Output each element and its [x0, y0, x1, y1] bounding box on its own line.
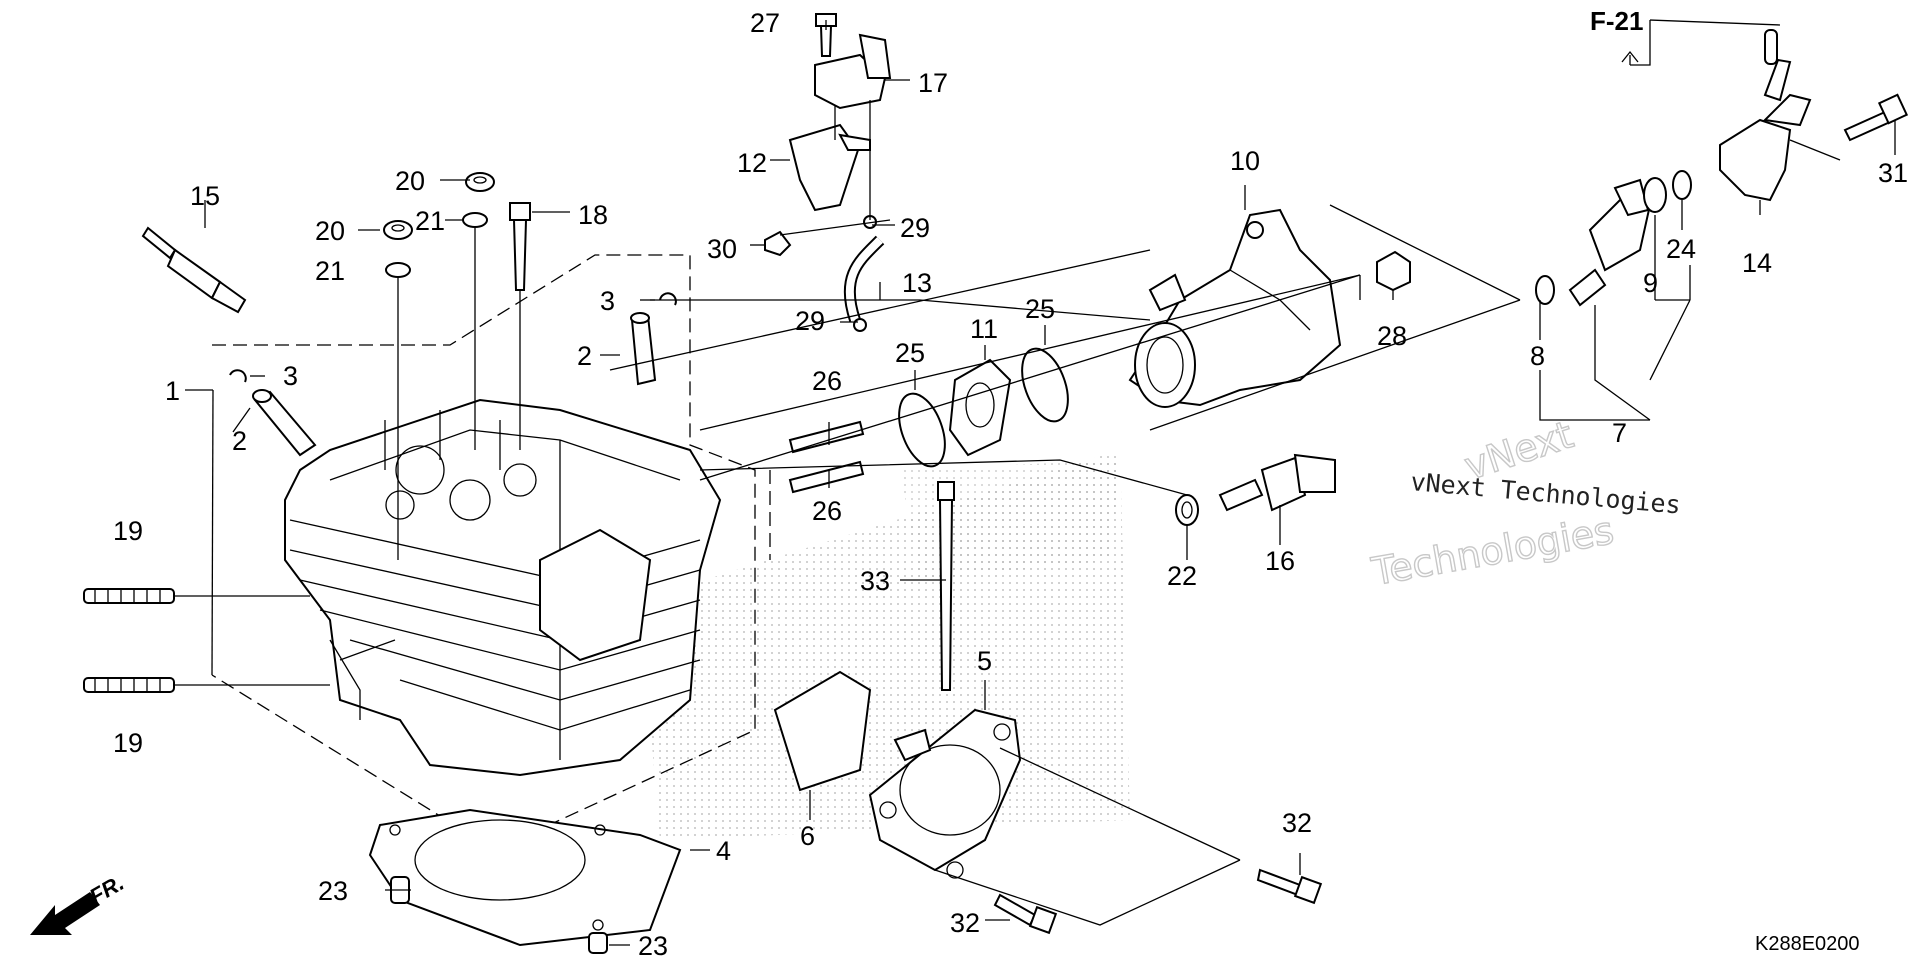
- label-22: 22: [1167, 561, 1197, 591]
- stud-upper[interactable]: [788, 420, 865, 454]
- temperature-sensor[interactable]: [1218, 453, 1336, 512]
- sensor-washer[interactable]: [1175, 494, 1199, 526]
- valve-guide-left[interactable]: [252, 389, 317, 457]
- label-4: 4: [716, 836, 731, 866]
- label-19-lower: 19: [113, 728, 143, 758]
- label-16: 16: [1265, 546, 1295, 576]
- sensor-bracket[interactable]: [788, 123, 871, 212]
- label-21-right: 21: [415, 206, 445, 236]
- svg-text:vNext Technologies: vNext Technologies: [1409, 467, 1681, 520]
- label-3-right: 3: [600, 286, 615, 316]
- label-25-left: 25: [895, 338, 925, 368]
- watermark-right: vNext Technologies vNext Technologies: [1367, 412, 1682, 595]
- label-2-left: 2: [232, 426, 247, 456]
- label-20-left: 20: [315, 216, 345, 246]
- fuel-injector[interactable]: [1568, 178, 1652, 307]
- drawing-code: K288E0200: [1755, 933, 1860, 955]
- injector-cap-ring[interactable]: [1672, 170, 1692, 200]
- nut-left[interactable]: [383, 220, 413, 240]
- label-20-top: 20: [395, 166, 425, 196]
- map-sensor[interactable]: [814, 33, 892, 110]
- stud-bolt-lower[interactable]: [83, 677, 175, 693]
- cover-bolt-right[interactable]: [1256, 868, 1323, 905]
- long-bolt[interactable]: [937, 481, 955, 691]
- label-23-upper: 23: [318, 876, 348, 906]
- connector-bolt[interactable]: [1843, 93, 1909, 142]
- label-19-upper: 19: [113, 516, 143, 546]
- label-24: 24: [1666, 234, 1696, 264]
- label-8: 8: [1530, 341, 1545, 371]
- clip-left[interactable]: [229, 369, 247, 383]
- label-31: 31: [1878, 158, 1908, 188]
- inspection-cover[interactable]: [868, 708, 1022, 879]
- label-21-left: 21: [315, 256, 345, 286]
- figure-reference[interactable]: F-21: [1590, 6, 1643, 36]
- label-17: 17: [918, 68, 948, 98]
- label-29-upper: 29: [900, 213, 930, 243]
- cover-o-ring[interactable]: [773, 670, 872, 792]
- svg-text:Technologies: Technologies: [1368, 508, 1617, 594]
- stud-bolt-upper[interactable]: [83, 588, 175, 604]
- insulator-o-ring-left[interactable]: [890, 387, 954, 472]
- clip-right[interactable]: [659, 292, 677, 306]
- throttle-nut[interactable]: [1376, 250, 1411, 292]
- nut-top[interactable]: [465, 172, 495, 192]
- cylinder-head-gasket[interactable]: [368, 808, 682, 947]
- label-23-lower: 23: [638, 931, 668, 960]
- washer-left[interactable]: [385, 262, 411, 278]
- label-1: 1: [165, 376, 180, 406]
- label-18: 18: [578, 200, 608, 230]
- hose-clamp-lower[interactable]: [853, 318, 867, 332]
- cylinder-head-assembly-boundary: [211, 254, 771, 851]
- label-15: 15: [190, 181, 220, 211]
- label-5: 5: [977, 646, 992, 676]
- cylinder-head[interactable]: [284, 398, 722, 777]
- label-12: 12: [737, 148, 767, 178]
- valve-guide-right[interactable]: [630, 312, 657, 386]
- label-11: 11: [970, 314, 998, 344]
- label-33: 33: [860, 566, 890, 596]
- label-30: 30: [707, 234, 737, 264]
- bracket-screw[interactable]: [764, 230, 792, 257]
- flange-bolt-18[interactable]: [509, 202, 531, 291]
- intake-insulator[interactable]: [948, 358, 1012, 457]
- label-10: 10: [1230, 146, 1260, 176]
- label-28: 28: [1377, 321, 1407, 351]
- label-3-left: 3: [283, 361, 298, 391]
- cover-bolt-left[interactable]: [993, 893, 1058, 935]
- front-direction-arrow: FR.: [30, 870, 128, 935]
- vacuum-hose[interactable]: [843, 235, 885, 322]
- label-32-left: 32: [950, 908, 980, 938]
- label-26-upper: 26: [812, 366, 842, 396]
- label-7: 7: [1612, 418, 1627, 448]
- label-25-right: 25: [1025, 294, 1055, 324]
- sensor-bolt[interactable]: [815, 13, 837, 57]
- label-13: 13: [902, 268, 932, 298]
- injector-seal-lower[interactable]: [1535, 275, 1555, 305]
- label-9: 9: [1643, 268, 1658, 298]
- stud-lower[interactable]: [788, 460, 865, 494]
- part-labels: 1 2 2 3 3 4 5 6 7 8 9 10 11 12 13 14 15 …: [113, 8, 1908, 960]
- leader-lines: [175, 19, 1896, 946]
- insulator-o-ring-right[interactable]: [1013, 342, 1077, 427]
- dowel-pin-lower[interactable]: [588, 932, 608, 954]
- label-26-lower: 26: [812, 496, 842, 526]
- label-29-lower: 29: [795, 306, 825, 336]
- fuel-connector[interactable]: [1719, 29, 1812, 202]
- spark-plug[interactable]: [141, 226, 247, 314]
- label-14: 14: [1742, 248, 1772, 278]
- label-6: 6: [800, 821, 815, 851]
- washer-right[interactable]: [462, 212, 488, 228]
- throttle-body[interactable]: [1128, 208, 1342, 408]
- label-2-right: 2: [577, 341, 592, 371]
- label-27: 27: [750, 8, 780, 38]
- injector-o-ring[interactable]: [1643, 177, 1667, 213]
- label-32-right: 32: [1282, 808, 1312, 838]
